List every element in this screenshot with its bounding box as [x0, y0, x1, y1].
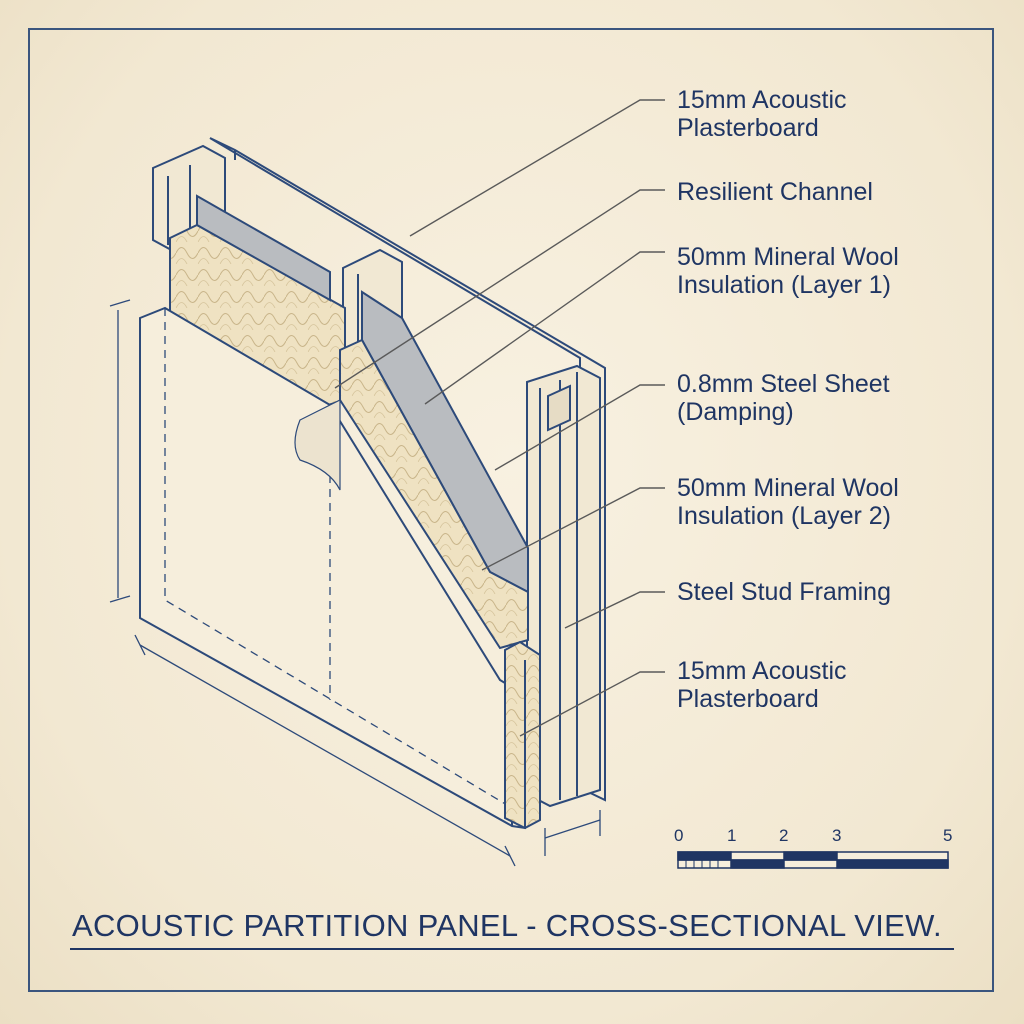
callout-resilient-channel: Resilient Channel — [677, 178, 873, 206]
callout-steel-sheet: 0.8mm Steel Sheet (Damping) — [677, 370, 890, 426]
leader-lines — [334, 99, 665, 737]
drawing-title: ACOUSTIC PARTITION PANEL - CROSS-SECTION… — [72, 908, 942, 943]
callout-steel-stud-framing: Steel Stud Framing — [677, 578, 891, 606]
scale-bar — [677, 851, 949, 869]
right-steel-stud — [526, 364, 601, 808]
resilient-channel — [196, 194, 331, 302]
scale-label-0: 0 — [674, 826, 684, 845]
callout-mineral-wool-layer-1: 50mm Mineral Wool Insulation (Layer 1) — [677, 243, 899, 299]
scale-label-5: 5 — [943, 826, 953, 845]
callout-acoustic-plasterboard-back: 15mm Acoustic Plasterboard — [677, 86, 847, 142]
title-underline — [70, 948, 954, 950]
back-plasterboard — [209, 137, 606, 802]
scale-label-1: 1 — [727, 826, 737, 845]
callout-acoustic-plasterboard-front: 15mm Acoustic Plasterboard — [677, 657, 847, 713]
callout-mineral-wool-layer-2: 50mm Mineral Wool Insulation (Layer 2) — [677, 474, 899, 530]
dimension-lines — [109, 299, 601, 867]
scale-label-2: 2 — [779, 826, 789, 845]
mineral-wool-layer-2 — [339, 338, 529, 650]
scale-label-3: 3 — [832, 826, 842, 845]
drawing-border — [28, 28, 994, 992]
